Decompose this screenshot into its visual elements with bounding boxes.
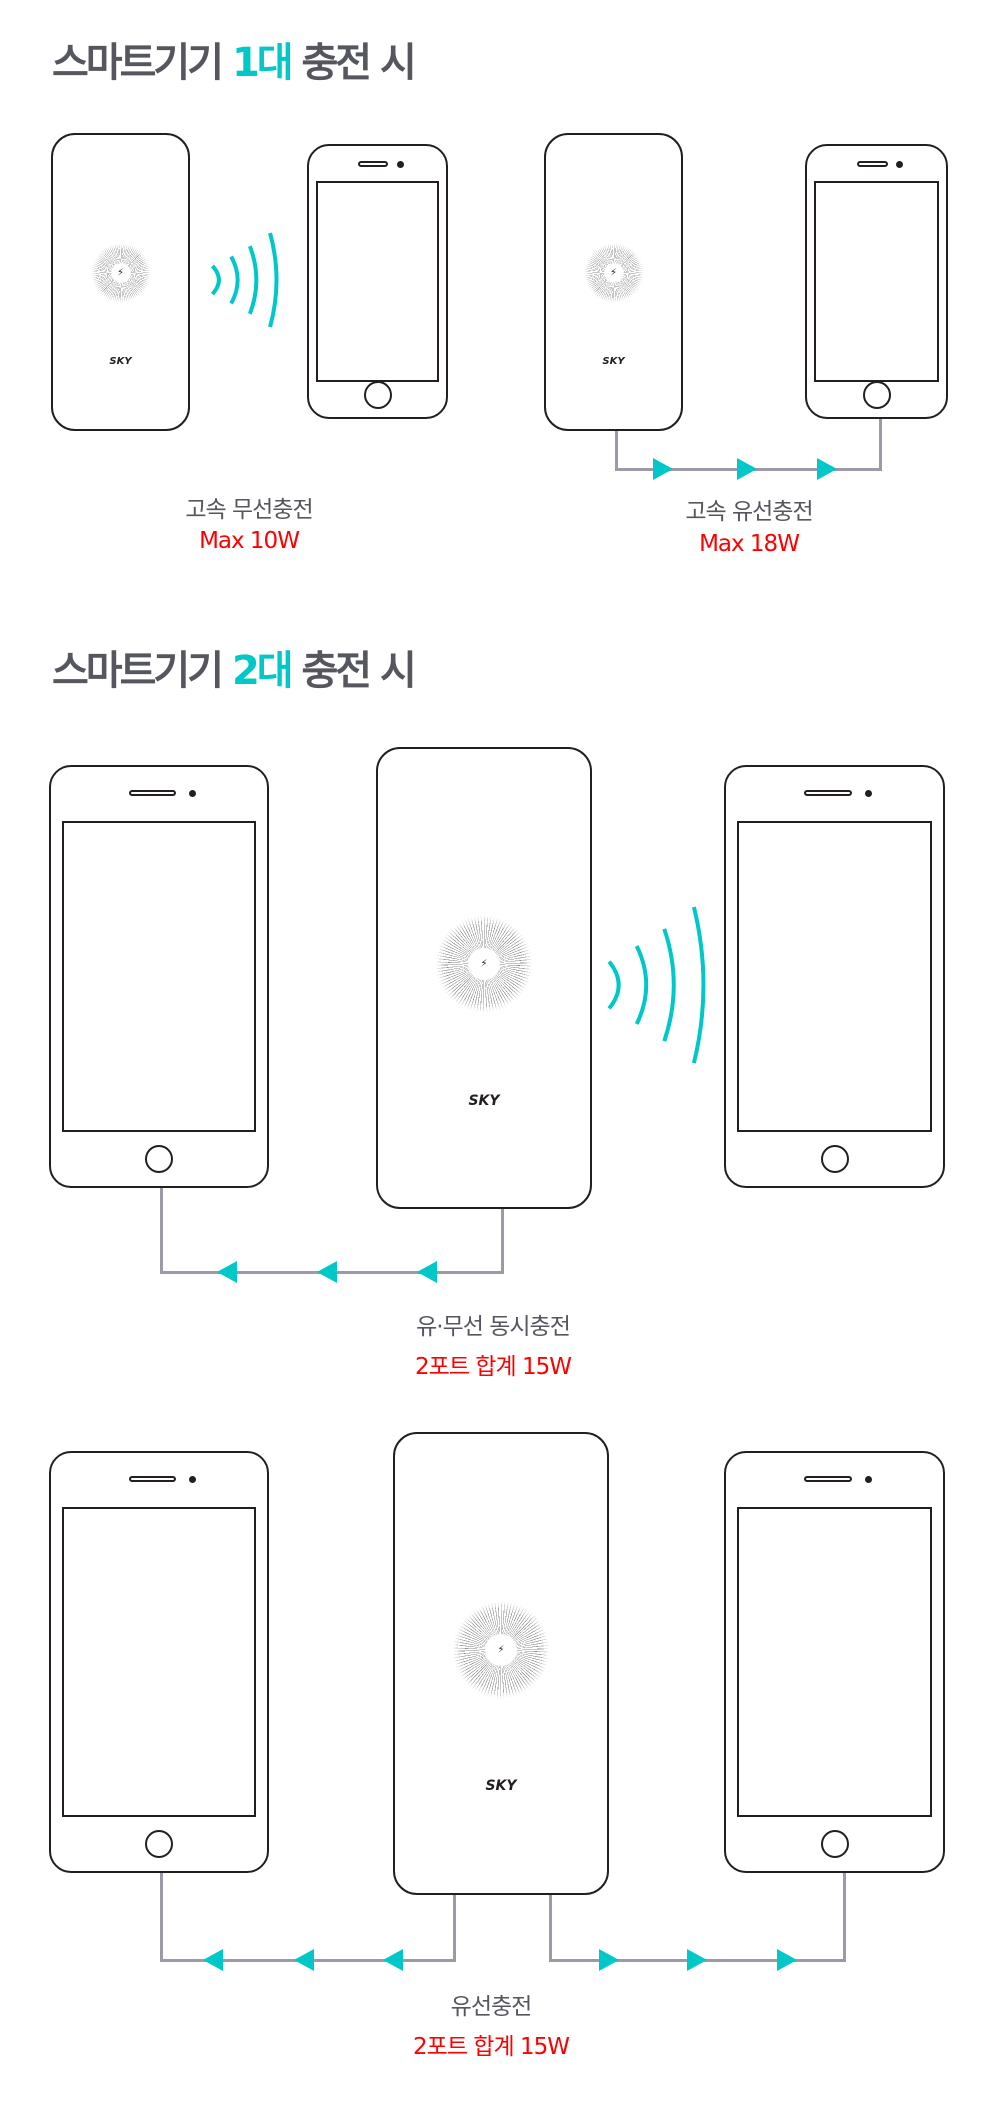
phone-screen (61, 1507, 257, 1817)
wireless-waves-icon (607, 907, 713, 1063)
cable-line (160, 1188, 163, 1274)
smartphone-icon (724, 1451, 945, 1873)
arrow-left-icon (294, 1949, 314, 1971)
phone-screen (61, 821, 257, 1132)
phone-speaker (804, 1475, 852, 1482)
phone-home-button (145, 1830, 173, 1859)
phone-camera (396, 161, 404, 169)
diagram-label: 고속 무선충전 (185, 497, 313, 523)
title-text: 스마트기기 (52, 648, 232, 694)
section-title-one-device: 스마트기기 1대 충전 시 (52, 30, 417, 88)
phone-speaker (358, 160, 389, 167)
cable-line (615, 431, 618, 471)
brand-logo: SKY (468, 1092, 500, 1109)
title-highlight: 2대 (231, 648, 294, 694)
phone-home-button (363, 380, 392, 409)
phone-screen (813, 181, 940, 382)
wireless-coil-icon (452, 1600, 550, 1699)
brand-logo: SKY (485, 1778, 517, 1795)
arrow-left-icon (383, 1949, 403, 1971)
power-bank-icon: ⚡ SKY (51, 133, 190, 431)
diagram-label: 유선충전 (450, 1994, 533, 2020)
phone-camera (895, 161, 903, 169)
wireless-waves-icon (211, 233, 283, 327)
cable-line (879, 419, 882, 471)
phone-home-button (145, 1145, 173, 1174)
phone-camera (189, 1476, 197, 1484)
phone-speaker (857, 160, 888, 167)
cable-line (549, 1895, 552, 1962)
smartphone-icon (724, 765, 945, 1188)
arrow-right-icon (653, 458, 673, 480)
phone-screen (315, 181, 440, 382)
arrow-left-icon (203, 1949, 223, 1971)
wireless-coil-icon (90, 243, 151, 304)
wireless-coil-icon (435, 915, 533, 1014)
bolt-icon: ⚡ (116, 267, 125, 279)
arrow-right-icon (817, 458, 837, 480)
arrow-right-icon (599, 1949, 619, 1971)
phone-speaker (128, 1475, 177, 1482)
cable-line (160, 1873, 163, 1962)
power-bank-icon: ⚡ SKY (544, 133, 683, 431)
phone-home-button (862, 380, 891, 409)
title-text: 충전 시 (290, 648, 417, 694)
phone-camera (864, 790, 872, 798)
diagram-power: Max 10W (199, 528, 300, 554)
cable-line (843, 1873, 846, 1962)
title-text: 스마트기기 (52, 40, 232, 86)
phone-home-button (820, 1145, 849, 1174)
phone-speaker (804, 790, 852, 797)
section-title-two-devices: 스마트기기 2대 충전 시 (52, 638, 417, 696)
brand-logo: SKY (109, 355, 132, 367)
diagram-power: 2포트 합계 15W (415, 1354, 572, 1380)
arrow-left-icon (217, 1261, 237, 1283)
diagram-power: Max 18W (699, 531, 800, 557)
diagram-label: 유·무선 동시충전 (416, 1314, 571, 1340)
cable-line (501, 1209, 504, 1274)
phone-home-button (820, 1830, 849, 1859)
phone-camera (189, 790, 197, 798)
cable-line (453, 1895, 456, 1962)
phone-camera (864, 1476, 872, 1484)
arrow-left-icon (417, 1261, 437, 1283)
title-highlight: 1대 (231, 40, 294, 86)
arrow-left-icon (317, 1261, 337, 1283)
bolt-icon: ⚡ (480, 958, 488, 970)
phone-speaker (128, 790, 177, 797)
smartphone-icon (307, 144, 448, 419)
brand-logo: SKY (602, 355, 625, 367)
bolt-icon: ⚡ (609, 267, 618, 279)
phone-screen (736, 1507, 933, 1817)
phone-screen (736, 821, 933, 1132)
arrow-right-icon (687, 1949, 707, 1971)
wireless-coil-icon (583, 243, 644, 304)
smartphone-icon (49, 765, 269, 1188)
title-text: 충전 시 (290, 40, 417, 86)
diagram-label: 고속 유선충전 (685, 499, 813, 525)
arrow-right-icon (737, 458, 757, 480)
arrow-right-icon (777, 1949, 797, 1971)
smartphone-icon (49, 1451, 269, 1873)
bolt-icon: ⚡ (497, 1644, 505, 1656)
power-bank-icon: ⚡ SKY (393, 1432, 609, 1895)
diagram-power: 2포트 합계 15W (413, 2034, 570, 2060)
smartphone-icon (805, 144, 948, 419)
power-bank-icon: ⚡ SKY (376, 747, 592, 1209)
